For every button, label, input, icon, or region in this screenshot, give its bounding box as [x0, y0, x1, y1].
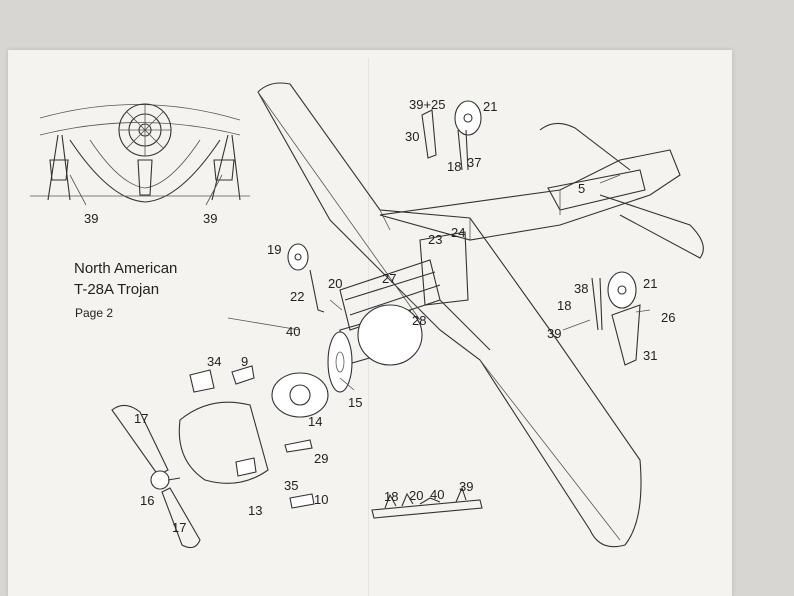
gear-left [287, 243, 325, 313]
part-label-10: 10 [314, 492, 329, 507]
part-label-39plus25: 39+25 [409, 97, 446, 112]
part-label-38: 38 [574, 281, 589, 296]
part-label-39b: 39 [203, 211, 218, 226]
gear-right [591, 271, 641, 366]
part-label-24: 24 [451, 225, 466, 240]
part-label-19: 19 [267, 242, 282, 257]
part-label-27: 27 [382, 271, 397, 286]
part-label-35: 35 [284, 478, 299, 493]
part-label-29: 29 [314, 451, 329, 466]
part-label-31: 31 [643, 348, 658, 363]
propeller [111, 404, 201, 549]
part-label-21a: 21 [483, 99, 498, 114]
part-label-17a: 17 [134, 411, 149, 426]
part-label-15: 15 [348, 395, 363, 410]
wing-outline [257, 82, 642, 548]
part-label-21b: 21 [643, 276, 658, 291]
part-label-20a: 20 [328, 276, 343, 291]
part-label-17b: 17 [172, 520, 187, 535]
part-label-22: 22 [290, 289, 305, 304]
part-label-39d: 39 [459, 479, 474, 494]
part-label-18b: 18 [557, 298, 572, 313]
part-label-40b: 40 [430, 487, 445, 502]
small-parts-sprue [371, 486, 483, 519]
part-label-37: 37 [467, 155, 482, 170]
page-label: Page 2 [75, 306, 114, 320]
model-title-line1: North American [74, 260, 178, 277]
part-label-28: 28 [412, 313, 427, 328]
part-label-40a: 40 [286, 324, 301, 339]
part-label-34: 34 [207, 354, 222, 369]
part-label-13: 13 [248, 503, 263, 518]
part-label-14: 14 [308, 414, 323, 429]
model-title-line2: T-28A Trojan [74, 281, 160, 298]
main-gear-top [421, 100, 482, 171]
part-label-9: 9 [241, 354, 249, 369]
part-label-39a: 39 [84, 211, 99, 226]
part-label-16: 16 [140, 493, 155, 508]
part-label-18a: 18 [447, 159, 462, 174]
leader-lines [227, 174, 651, 391]
part-label-20b: 20 [409, 488, 424, 503]
engine-detail-view [30, 103, 250, 206]
part-label-18c: 18 [384, 489, 399, 504]
part-label-39c: 39 [547, 326, 562, 341]
fuselage-tail [379, 122, 704, 259]
part-label-26: 26 [661, 310, 676, 325]
part-label-5: 5 [578, 181, 586, 196]
part-label-23: 23 [428, 232, 443, 247]
part-label-30: 30 [405, 129, 420, 144]
engine-cowling [178, 331, 353, 509]
fuselage-center [339, 231, 491, 366]
